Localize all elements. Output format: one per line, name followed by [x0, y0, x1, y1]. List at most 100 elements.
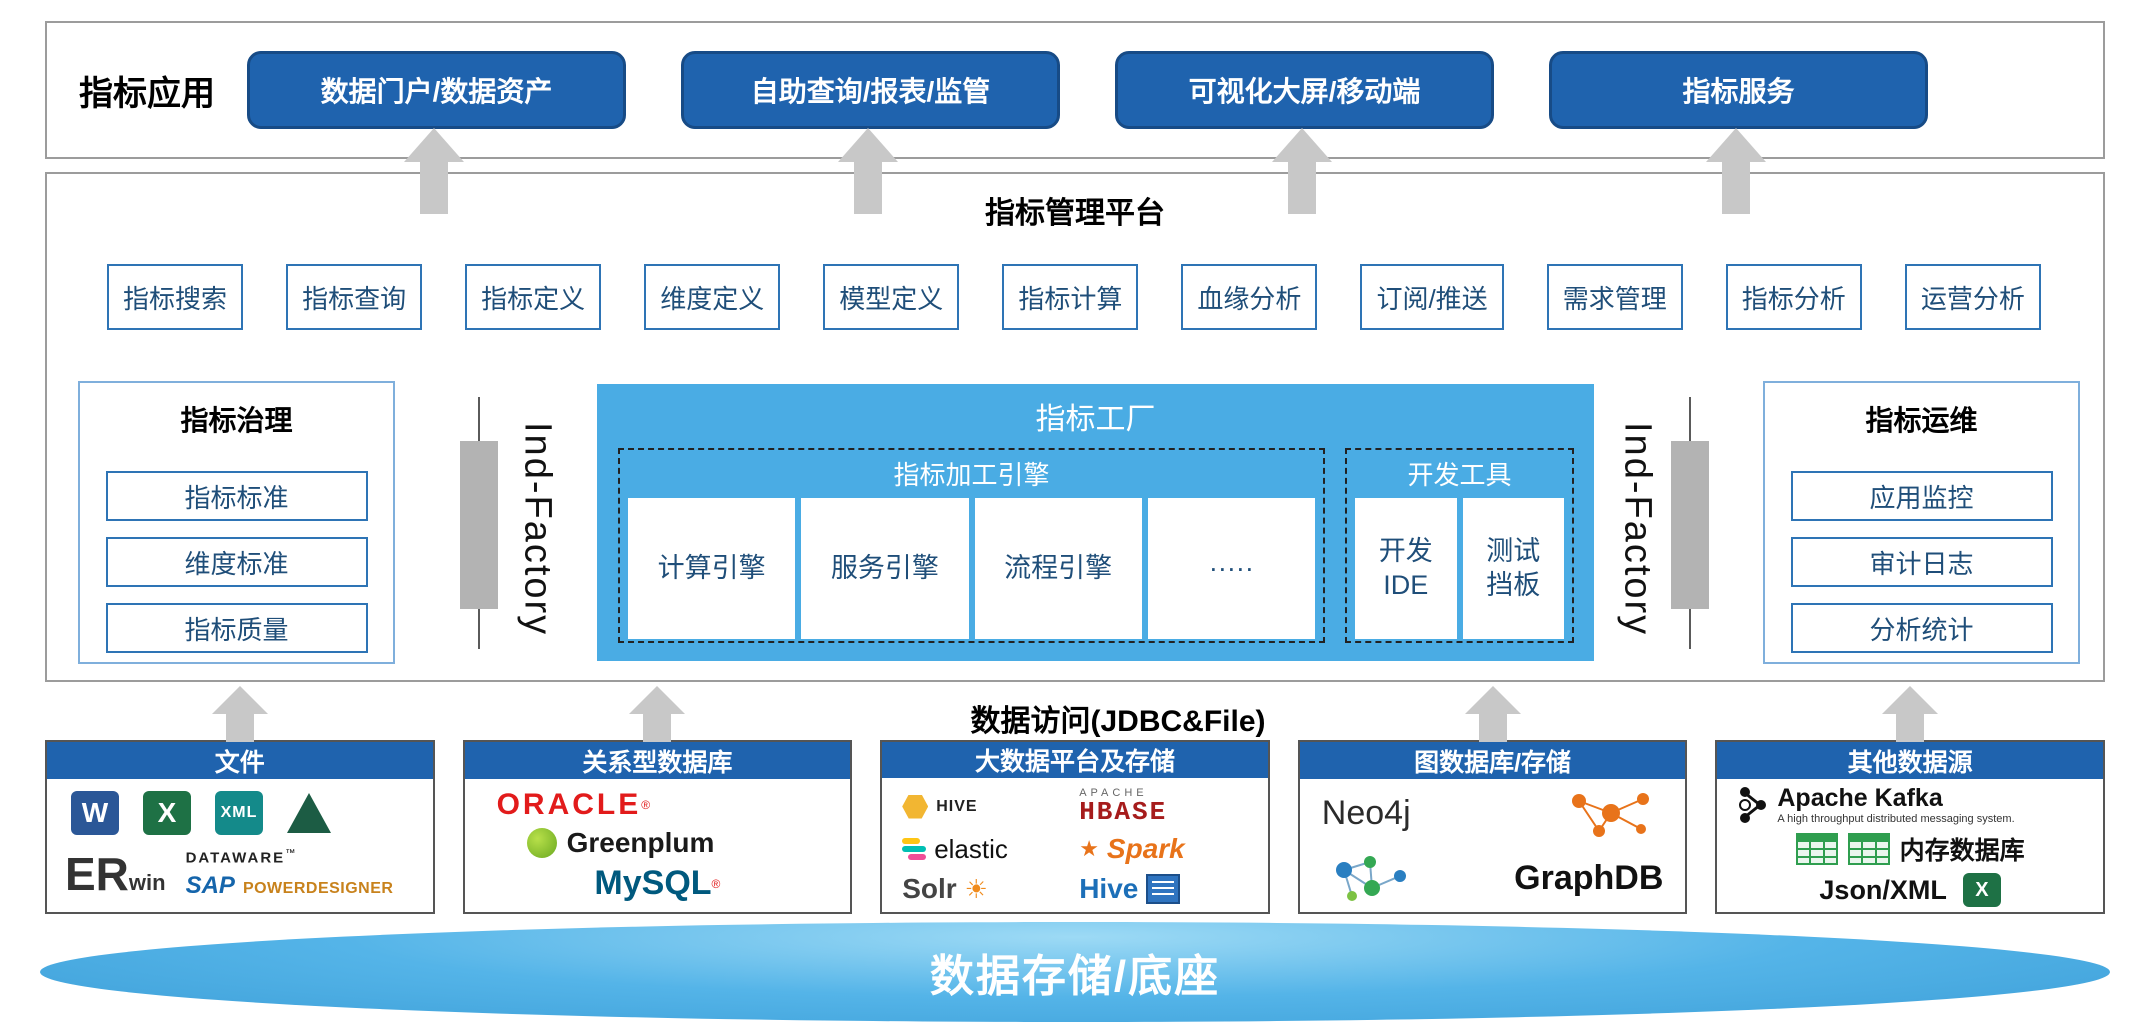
source-other: 其他数据源 — [1715, 740, 2105, 914]
data-access-label: 数据访问(JDBC&File) — [970, 705, 1266, 738]
gov-item-indicator-quality: 指标质量 — [105, 603, 368, 653]
module-row: 指标搜索 指标查询 指标定义 维度定义 模型定义 指标计算 血缘分析 订阅/推送… — [107, 264, 2041, 330]
kafka-tagline: A high throughput distributed messaging … — [1777, 812, 2015, 825]
registered-symbol: ® — [641, 797, 651, 812]
bigdata-logo-grid: HIVE APACHE HBASE elastic ★ Spa — [896, 784, 1254, 909]
data-storage-base: 数据存储/底座 — [40, 922, 2110, 1022]
solr-sun-icon: ☀ — [964, 873, 988, 904]
engine-group-title: 指标加工引擎 — [893, 460, 1050, 490]
arrow-shaft — [1722, 162, 1750, 214]
module-dimension-definition: 维度定义 — [644, 264, 781, 330]
sap-logo: SAP — [185, 871, 235, 899]
dataware-logo: DATAWARE™ — [185, 848, 296, 867]
elastic-logo: elastic — [902, 834, 1079, 865]
neo4j-logo: Neo4j — [1322, 787, 1664, 841]
app-button-self-service-query: 自助查询/报表/监管 — [681, 51, 1060, 129]
engine-process: 流程引擎 — [974, 498, 1142, 639]
hbase-logo: APACHE HBASE — [1079, 787, 1248, 827]
module-model-definition: 模型定义 — [823, 264, 960, 330]
arrow-shaft — [226, 714, 254, 742]
graphdb-logo: GraphDB — [1322, 852, 1663, 904]
source-files-header: 文件 — [47, 742, 433, 779]
source-graph-body: Neo4j — [1300, 779, 1686, 912]
app-button-visualization-mobile: 可视化大屏/移动端 — [1115, 51, 1494, 129]
kafka-icon — [1739, 786, 1767, 823]
up-arrow — [404, 128, 464, 214]
spark-logo: ★ Spark — [1079, 833, 1185, 864]
governance-items: 指标标准 维度标准 指标质量 — [105, 471, 368, 653]
module-operation-analysis: 运营分析 — [1904, 264, 2041, 330]
module-indicator-search: 指标搜索 — [107, 264, 244, 330]
source-other-header: 其他数据源 — [1717, 742, 2103, 779]
data-storage-base-label: 数据存储/底座 — [929, 952, 1221, 1001]
module-indicator-calculation: 指标计算 — [1002, 264, 1139, 330]
ops-panel: 指标运维 应用监控 审计日志 分析统计 — [1763, 381, 2080, 664]
hbase-text-stack: APACHE HBASE — [1079, 787, 1168, 827]
engine-service: 服务引擎 — [801, 498, 969, 639]
oracle-logo: ORACLE® — [496, 787, 651, 821]
up-arrow — [838, 128, 898, 214]
document-icon — [1146, 874, 1181, 904]
pyramid-icon — [287, 793, 331, 834]
kafka-text-stack: Apache Kafka A high throughput distribut… — [1777, 784, 2015, 825]
hive-doc-logo: Hive — [1079, 873, 1248, 905]
arrow-head — [1272, 128, 1332, 162]
xml-icon: XML — [215, 791, 263, 836]
indicator-factory: 指标工厂 指标加工引擎 计算引擎 服务引擎 流程引擎 ····· 开发工具 开发… — [597, 384, 1594, 661]
ops-item-analysis-stats: 分析统计 — [1790, 603, 2053, 653]
greenplum-logo: Greenplum — [479, 827, 837, 859]
arrow-head — [1706, 128, 1766, 162]
hive-logo: HIVE — [902, 794, 1079, 819]
source-bigdata-header: 大数据平台及存储 — [882, 742, 1268, 778]
app-buttons-row: 数据门户/数据资产 自助查询/报表/监管 可视化大屏/移动端 指标服务 — [247, 51, 2103, 129]
arrow-shaft — [420, 162, 448, 214]
platform-section: 指标管理平台 指标搜索 指标查询 指标定义 维度定义 模型定义 指标计算 血缘分… — [45, 172, 2105, 682]
app-button-indicator-service: 指标服务 — [1549, 51, 1928, 129]
table-icon — [1795, 833, 1838, 866]
platform-title: 指标管理平台 — [985, 197, 1165, 230]
factory-title: 指标工厂 — [1035, 403, 1156, 436]
up-arrow — [212, 686, 268, 742]
table-icon — [1847, 833, 1890, 866]
arrow-head — [1465, 686, 1521, 714]
ops-items: 应用监控 审计日志 分析统计 — [1790, 471, 2053, 653]
ind-factory-right-label: Ind-Factory — [1616, 421, 1659, 637]
up-arrow — [1706, 128, 1766, 214]
right-connector-bar — [1671, 441, 1709, 609]
module-indicator-analysis: 指标分析 — [1725, 264, 1862, 330]
ops-title: 指标运维 — [1865, 405, 1978, 436]
word-icon: W — [71, 791, 119, 836]
tool-test-mock-line1: 测试 — [1486, 535, 1541, 566]
excel-icon: X — [1962, 873, 2001, 908]
module-requirement-management: 需求管理 — [1546, 264, 1683, 330]
module-indicator-query: 指标查询 — [286, 264, 423, 330]
up-arrow — [1272, 128, 1332, 214]
engine-row: 计算引擎 服务引擎 流程引擎 ····· — [620, 498, 1323, 647]
kafka-logo: Apache Kafka A high throughput distribut… — [1733, 784, 2087, 826]
hive-icon — [902, 794, 929, 819]
gov-item-indicator-standard: 指标标准 — [105, 471, 368, 521]
app-button-data-portal: 数据门户/数据资产 — [247, 51, 626, 129]
arrow-head — [1882, 686, 1938, 714]
arrow-head — [404, 128, 464, 162]
arrow-head — [212, 686, 268, 714]
up-arrow — [629, 686, 685, 742]
engine-more: ····· — [1147, 498, 1315, 639]
arrow-shaft — [1896, 714, 1924, 742]
source-other-body: Apache Kafka A high throughput distribut… — [1717, 779, 2103, 912]
spark-star-icon: ★ — [1079, 836, 1099, 861]
erwin-logo-small: win — [128, 869, 166, 895]
tool-dev-ide: 开发 IDE — [1355, 498, 1457, 639]
arrow-shaft — [854, 162, 882, 214]
arrow-shaft — [643, 714, 671, 742]
arrow-head — [838, 128, 898, 162]
governance-title: 指标治理 — [180, 405, 293, 436]
source-rdbms-body: ORACLE® Greenplum MySQL® — [465, 779, 851, 912]
source-bigdata: 大数据平台及存储 HIVE APACHE HBASE — [880, 740, 1270, 914]
